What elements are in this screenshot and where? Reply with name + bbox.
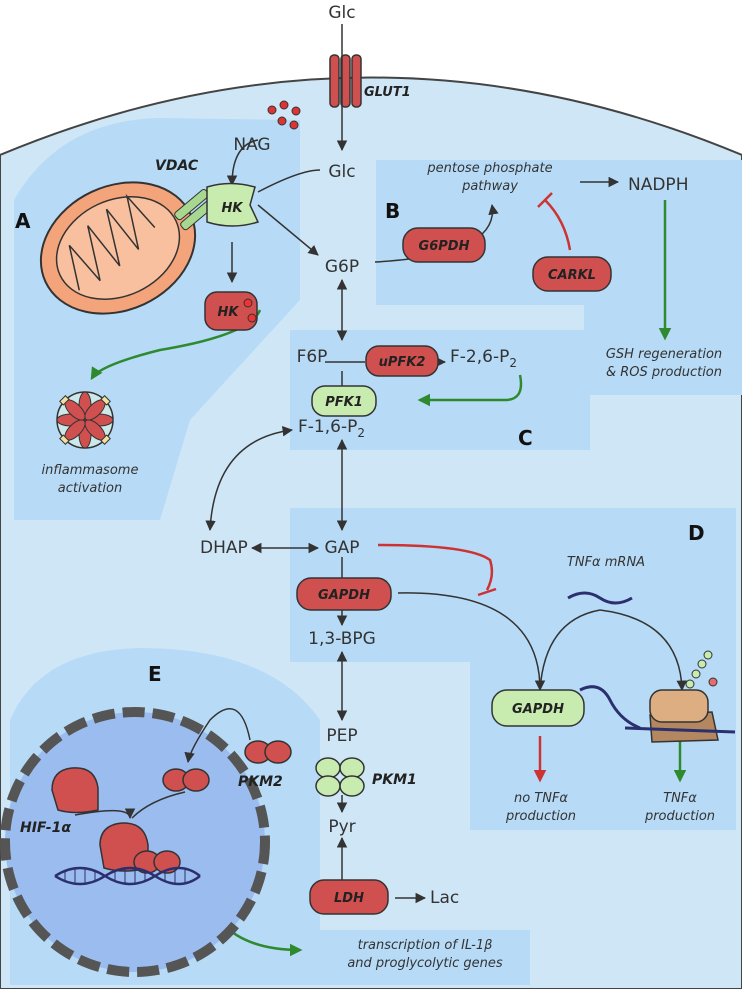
gapdh-enzyme: [296, 577, 392, 611]
hif-1a: [51, 767, 99, 814]
pkm1-label: PKM1: [372, 772, 417, 788]
inflammasome: [56, 391, 114, 449]
pkm2-nuclear: [162, 768, 210, 792]
pkm2-dimer: [244, 740, 292, 764]
glut1-transporter: [329, 54, 362, 108]
transcription-note-line1: transcription of IL-1β: [358, 938, 493, 953]
panel-label-d: D: [688, 521, 705, 545]
hk-membrane-label: HK: [222, 201, 244, 216]
dhap: DHAP: [200, 538, 248, 558]
glucose-extracellular: Glc: [328, 3, 355, 23]
upfk2-label: uPFK2: [379, 355, 426, 370]
hk-membrane-bound: [206, 182, 260, 227]
pkm1-tetramer: [315, 757, 365, 797]
panel-label-b: B: [385, 199, 400, 223]
panel-label-a: A: [15, 209, 31, 233]
gapdh-bound-label: GAPDH: [512, 702, 564, 717]
carkl-enzyme: [532, 256, 612, 292]
hk-free-label: HK: [218, 305, 240, 320]
ldh-enzyme: [309, 879, 389, 915]
vdac-channel: [174, 189, 216, 231]
hk-free: [204, 291, 258, 331]
f6p: F6P: [297, 347, 328, 367]
ribosome: [624, 650, 736, 743]
carkl-label: CARKL: [548, 268, 596, 283]
transcription-note-line2: and proglycolytic genes: [347, 956, 503, 971]
gapdh-mrna-complex: [491, 685, 641, 730]
gap: GAP: [324, 538, 359, 558]
f16p2: F-1,6-P2: [298, 417, 365, 440]
ppp-note-line2: pathway: [461, 179, 518, 194]
inflammasome-note-line1: inflammasome: [42, 463, 139, 478]
pkm2-label: PKM2: [238, 774, 283, 790]
no-tnf-note-line2: production: [505, 809, 576, 824]
panel-label-e: E: [148, 662, 162, 686]
panel-b-extension: [584, 300, 742, 395]
dna-helix: [54, 866, 201, 886]
gapdh-label: GAPDH: [318, 588, 370, 603]
mitochondrion: [39, 181, 197, 315]
gsh-note-line1: GSH regeneration: [606, 347, 722, 362]
pfk1-enzyme: [311, 385, 377, 417]
no-tnf-note-line1: no TNFα: [514, 791, 568, 806]
nag: NAG: [233, 135, 270, 155]
bpg: 1,3-BPG: [308, 629, 376, 649]
g6p: G6P: [325, 257, 359, 277]
nadph: NADPH: [628, 175, 688, 195]
lactate: Lac: [430, 888, 459, 908]
hif-pkm2-complex: [99, 822, 181, 874]
complex-arrows: [74, 791, 186, 820]
tnf-note-line1: TNFα: [663, 791, 697, 806]
glucose-intracellular: Glc: [328, 162, 355, 182]
upfk2-enzyme: [365, 345, 439, 377]
ppp-note-line1: pentose phosphate: [426, 161, 552, 176]
nag-molecules: [267, 100, 301, 130]
pkm2-import-arrow: [184, 708, 251, 764]
pep: PEP: [326, 726, 357, 746]
glut1-label: GLUT1: [364, 85, 411, 100]
panel-d-region: [290, 508, 736, 830]
ldh-label: LDH: [334, 891, 364, 906]
inflammasome-note-line2: activation: [58, 481, 122, 496]
g6pdh-label: G6PDH: [419, 239, 470, 254]
f26p2: F-2,6-P2: [450, 347, 517, 370]
panel-label-c: C: [518, 426, 533, 450]
inhibition-arrows: [377, 192, 572, 783]
hif-label: HIF-1α: [20, 820, 71, 836]
vdac-label: VDAC: [155, 158, 199, 174]
tnf-note-line2: production: [644, 809, 715, 824]
pyruvate: Pyr: [328, 817, 355, 837]
tnf-mrna-label: TNFα mRNA: [567, 555, 645, 570]
pfk1-label: PFK1: [325, 395, 363, 410]
gsh-note-line2: & ROS production: [606, 365, 722, 380]
tnf-mrna: [567, 591, 633, 605]
g6pdh-enzyme: [402, 227, 486, 263]
